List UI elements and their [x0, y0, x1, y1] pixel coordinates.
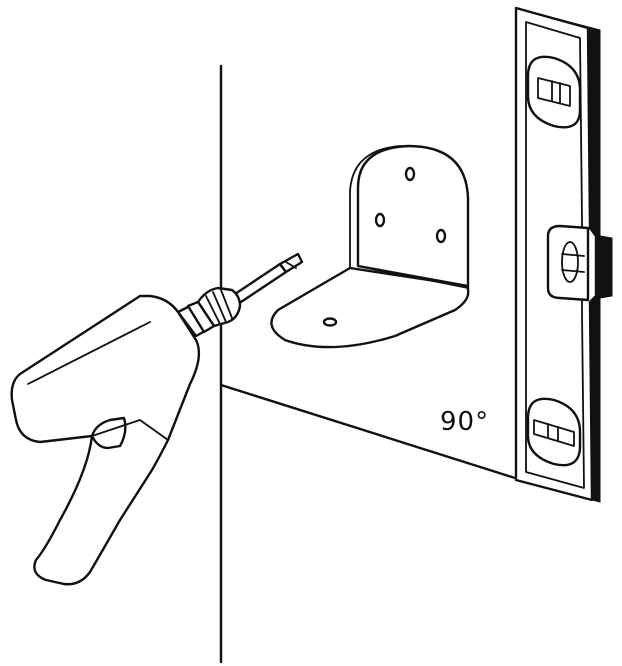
bracket-hole-base	[322, 317, 338, 327]
wall	[219, 64, 517, 664]
angle-label: 90°	[440, 407, 489, 437]
drill-body-highlight	[27, 321, 151, 385]
bracket-bend-line	[357, 265, 469, 289]
bracket-vertical-plate	[356, 144, 470, 288]
screw-bit	[230, 252, 304, 306]
bracket-hole-top	[404, 166, 416, 182]
l-bracket	[270, 144, 470, 349]
bracket-base-plate	[270, 266, 470, 349]
spirit-level	[514, 6, 613, 503]
level-vial-middle	[546, 224, 590, 302]
floor-edge	[219, 383, 517, 480]
drill-trigger	[90, 416, 127, 450]
bracket-plate-top-edge	[349, 145, 401, 193]
level-vial-top	[526, 55, 582, 129]
level-vial-bottom	[526, 397, 582, 467]
drill-grip-line	[91, 419, 169, 441]
power-drill	[10, 252, 304, 586]
bracket-hole-left	[374, 212, 386, 228]
bracket-hole-right	[435, 228, 447, 244]
level-inner-frame	[525, 21, 585, 489]
drill-collar-ring	[186, 300, 216, 334]
